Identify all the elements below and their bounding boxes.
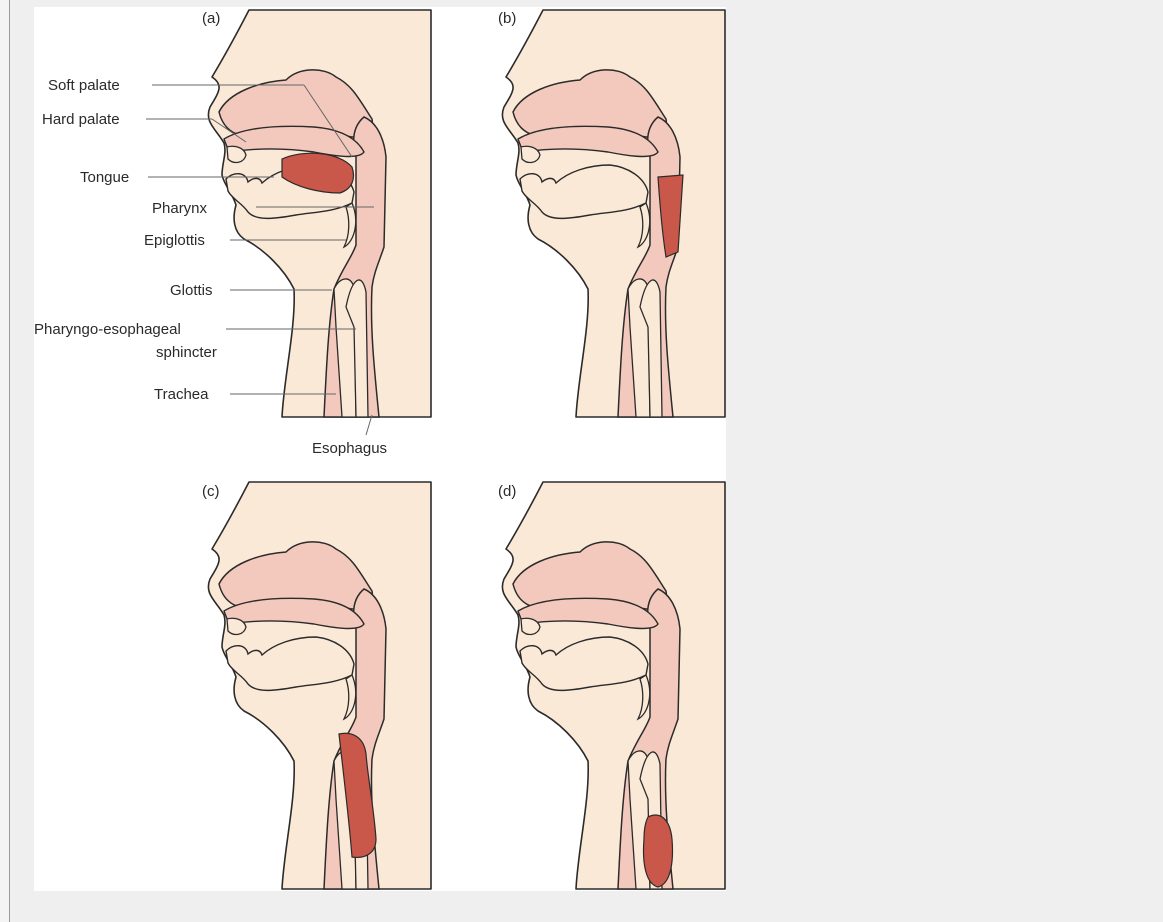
panel-b: [502, 10, 725, 417]
panel-letter-c: (c): [202, 483, 220, 500]
label-soft-palate: Soft palate: [48, 77, 120, 94]
viewer-left-edge: [0, 0, 10, 922]
bolus-d: [644, 815, 673, 887]
panel-c: [208, 482, 431, 889]
swallowing-diagram: (a) (b) (c) (d) Soft palate Hard palate: [34, 7, 726, 891]
label-pharynx: Pharynx: [152, 200, 208, 217]
panel-letter-d: (d): [498, 483, 516, 500]
panel-a: [208, 10, 431, 417]
panel-letter-b: (b): [498, 10, 516, 27]
panel-d: [502, 482, 725, 889]
label-trachea: Trachea: [154, 386, 209, 403]
label-glottis: Glottis: [170, 282, 213, 299]
label-pe-sphincter-line1: Pharyngo-esophageal: [34, 321, 181, 338]
label-tongue: Tongue: [80, 169, 129, 186]
panel-letter-a: (a): [202, 10, 220, 27]
figure-canvas: (a) (b) (c) (d) Soft palate Hard palate: [34, 7, 726, 891]
label-pe-sphincter-line2: sphincter: [156, 344, 217, 361]
label-epiglottis: Epiglottis: [144, 232, 205, 249]
label-hard-palate: Hard palate: [42, 111, 120, 128]
label-esophagus: Esophagus: [312, 440, 387, 457]
